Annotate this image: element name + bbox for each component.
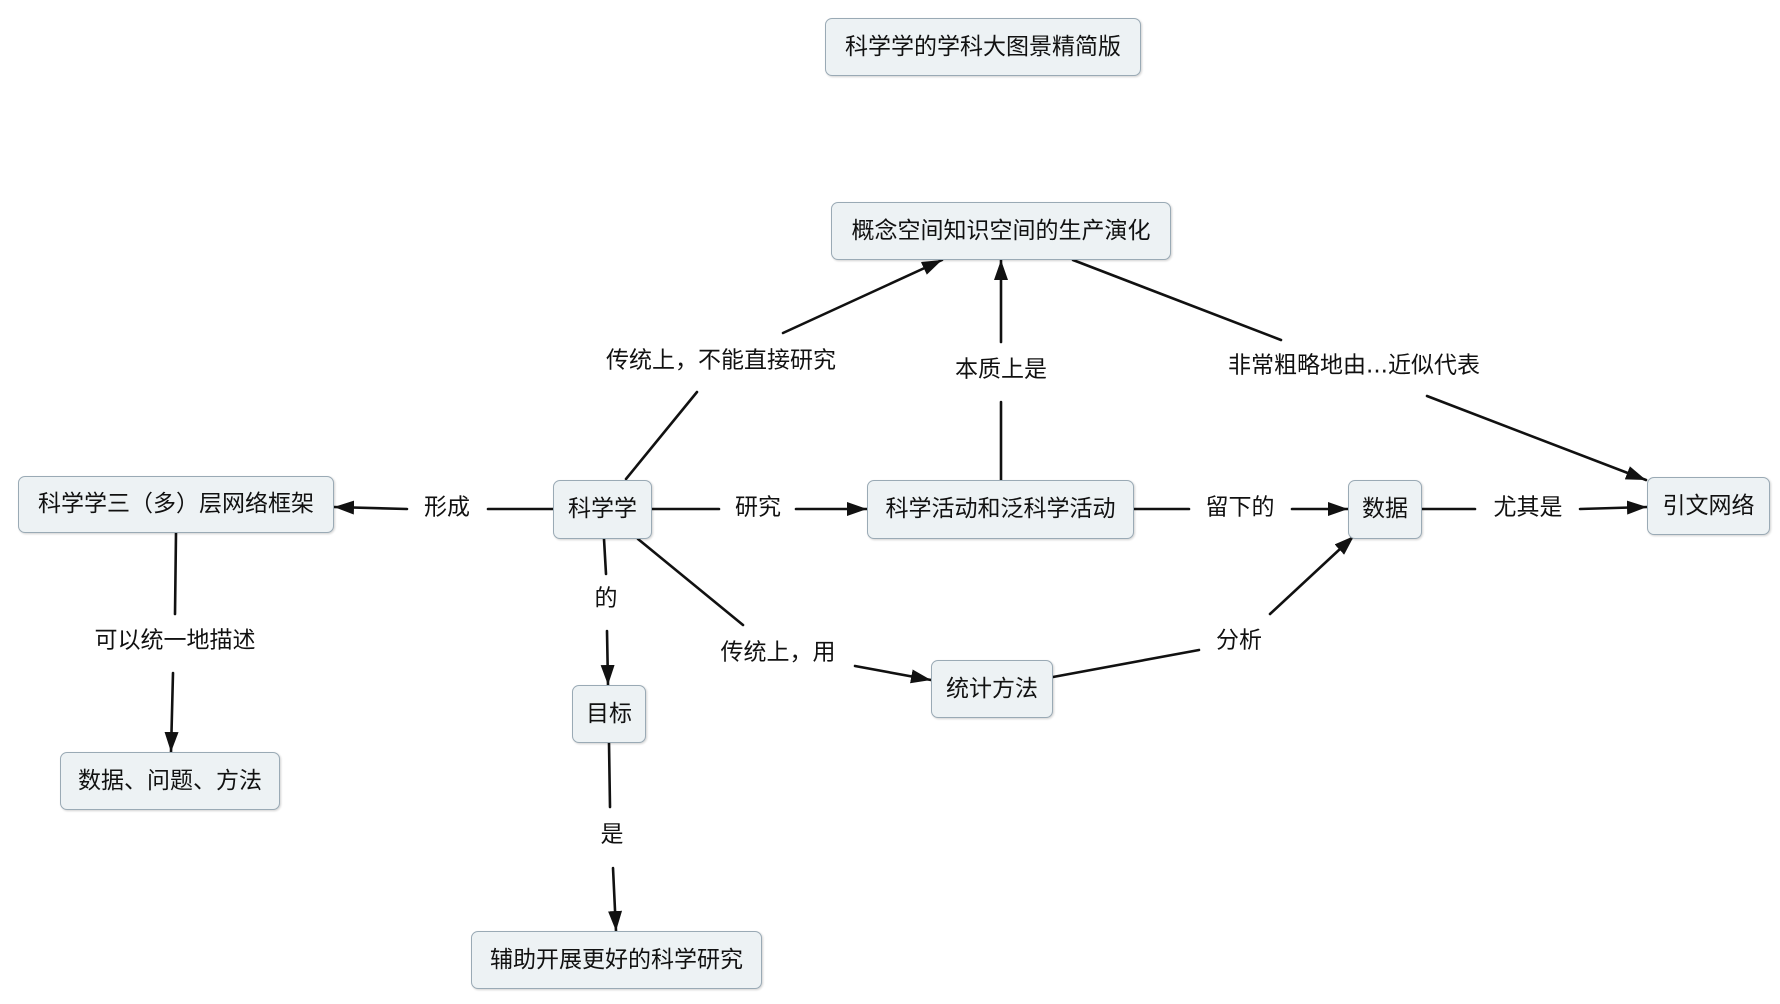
edge-label: 研究 — [731, 494, 785, 522]
edge-label: 非常粗略地由...近似代表 — [1224, 352, 1484, 380]
edge-8-line-arrow — [853, 664, 933, 684]
edge-10-line-arrow — [164, 671, 179, 754]
edge-label: 传统上，用 — [716, 639, 840, 667]
edge-0-line-start — [624, 390, 699, 481]
diagram-title-node: 科学学的学科大图景精简版 — [825, 18, 1141, 76]
edge-label: 的 — [590, 585, 622, 613]
node-activities: 科学活动和泛科学活动 — [867, 480, 1134, 539]
edge-8-line-start — [636, 537, 745, 627]
edge-3-line-arrow — [332, 500, 409, 515]
node-goal: 目标 — [572, 685, 646, 743]
edge-2-line-start — [1071, 258, 1283, 342]
edge-2-line-arrow — [1425, 394, 1648, 482]
edge-10-line-start — [173, 531, 178, 616]
edge-label: 尤其是 — [1489, 494, 1567, 522]
edge-7-line-start — [602, 537, 608, 576]
edge-label: 本质上是 — [951, 356, 1051, 384]
node-better-research: 辅助开展更好的科学研究 — [471, 931, 762, 989]
node-data-problem-method: 数据、问题、方法 — [60, 752, 280, 810]
node-statistics: 统计方法 — [931, 660, 1053, 718]
node-citation-network: 引文网络 — [1647, 477, 1770, 535]
node-scientometrics: 科学学 — [553, 480, 652, 539]
edge-11-line-start — [607, 741, 612, 809]
edge-0-line-arrow — [781, 258, 944, 335]
edge-6-line-arrow — [1578, 500, 1649, 515]
node-concept-space: 概念空间知识空间的生产演化 — [831, 202, 1171, 260]
edge-label: 传统上，不能直接研究 — [602, 347, 840, 375]
edge-label: 分析 — [1212, 627, 1266, 655]
edge-9-line-arrow — [1268, 534, 1356, 616]
edge-label: 可以统一地描述 — [90, 627, 260, 655]
edge-label: 留下的 — [1201, 494, 1279, 522]
edge-11-line-arrow — [608, 866, 623, 933]
edge-label: 是 — [596, 821, 628, 849]
node-data: 数据 — [1348, 480, 1422, 539]
edge-9-line-start — [1051, 648, 1201, 679]
edge-label: 形成 — [420, 494, 474, 522]
node-framework: 科学学三（多）层网络框架 — [18, 476, 334, 533]
edge-7-line-arrow — [600, 629, 615, 687]
